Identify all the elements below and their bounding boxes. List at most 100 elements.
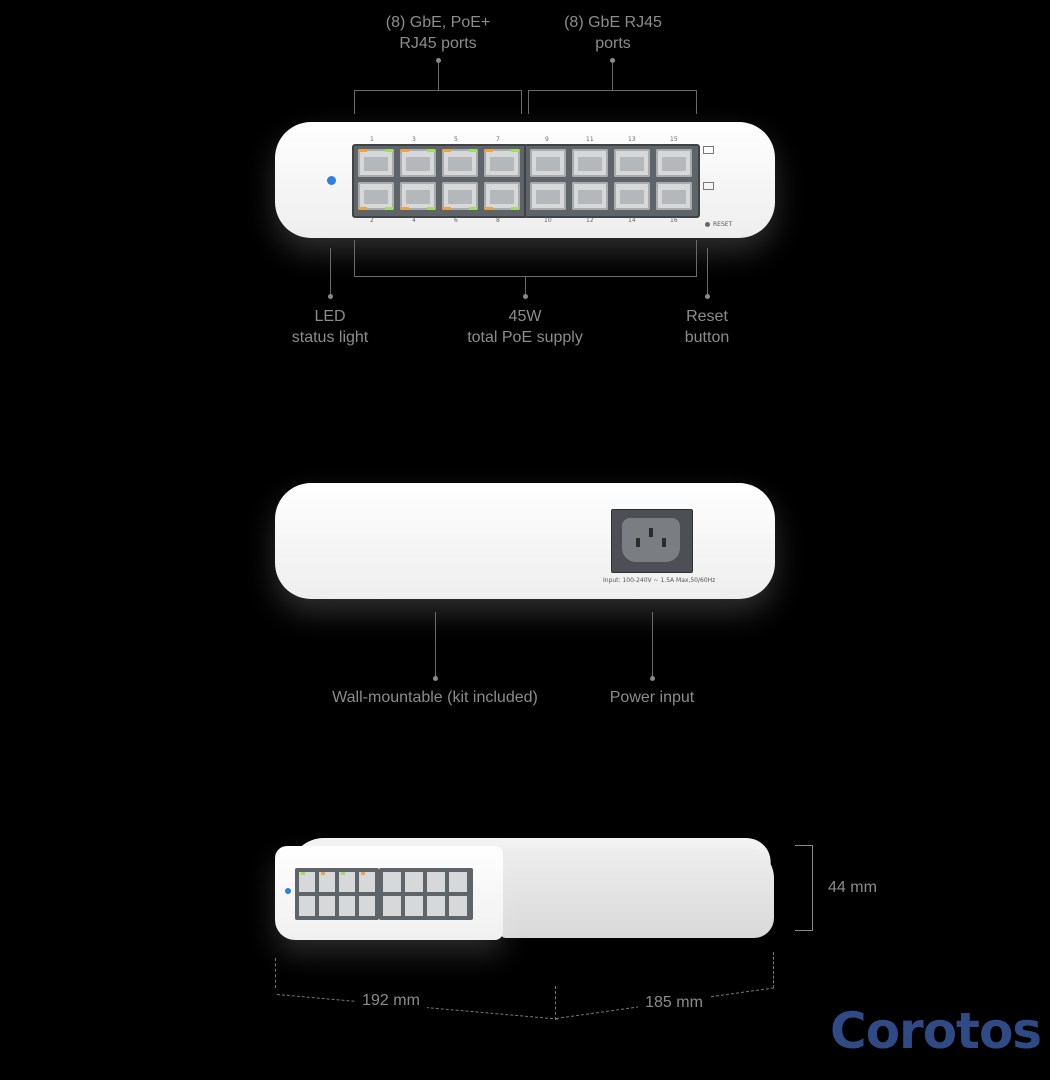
height-bracket <box>795 930 813 931</box>
rj45-port-4 <box>400 182 436 210</box>
bracket-line <box>696 240 697 276</box>
rj45-port-13 <box>614 149 650 177</box>
rj45-port <box>339 896 355 916</box>
port-number: 4 <box>412 217 416 224</box>
port-led <box>469 207 477 210</box>
led-callout-line2: status light <box>291 329 369 346</box>
dimension-guide <box>773 952 775 988</box>
port-led <box>385 149 393 152</box>
led-callout-line1: LED <box>314 308 346 325</box>
callout-line <box>707 248 708 296</box>
socket-pin <box>649 528 653 537</box>
port-number: 13 <box>628 136 636 143</box>
port-number: 6 <box>454 217 458 224</box>
port-number: 10 <box>544 217 552 224</box>
port-number: 5 <box>454 136 458 143</box>
led-callout: LED status light <box>270 306 390 348</box>
power-socket-icon <box>622 518 680 562</box>
port-led <box>341 872 345 875</box>
bracket-line <box>696 90 697 114</box>
rj45-port-9 <box>530 149 566 177</box>
rj45-port-6 <box>442 182 478 210</box>
height-bracket <box>812 845 813 931</box>
callout-dot <box>436 58 441 63</box>
rj45-port-12 <box>572 182 608 210</box>
port-number: 7 <box>496 136 500 143</box>
port-led <box>485 149 493 152</box>
poe-ports-callout: (8) GbE, PoE+ RJ45 ports <box>378 12 498 54</box>
callout-line <box>612 62 613 90</box>
port-number: 9 <box>545 136 549 143</box>
rj45-port-11 <box>572 149 608 177</box>
rj45-port <box>319 872 335 892</box>
port-led <box>511 207 519 210</box>
rj45-port <box>427 896 445 916</box>
port-number: 3 <box>412 136 416 143</box>
poe-supply-callout-line1: 45W <box>508 308 542 325</box>
rj45-port <box>405 896 423 916</box>
port-led <box>359 207 367 210</box>
rj45-port-8 <box>484 182 520 210</box>
bracket-line <box>354 240 355 276</box>
bracket-line <box>528 90 529 114</box>
rj45-port-2 <box>358 182 394 210</box>
port-number: 15 <box>670 136 678 143</box>
bracket-line <box>354 90 355 114</box>
link-legend-icon <box>703 182 714 190</box>
reset-callout-line2: button <box>684 329 730 346</box>
callout-line <box>525 276 526 296</box>
callout-line <box>435 612 436 678</box>
switch-side-surface <box>500 848 774 938</box>
brand-watermark-logo: Corotos <box>830 1002 1042 1060</box>
callout-line <box>438 62 439 90</box>
bracket-line <box>528 90 697 91</box>
dimension-guide <box>275 958 277 988</box>
port-number: 11 <box>586 136 594 143</box>
port-number: 2 <box>370 217 374 224</box>
socket-pin <box>662 538 666 547</box>
poe-supply-callout: 45W total PoE supply <box>445 306 605 348</box>
poe-legend-icon <box>703 146 714 154</box>
power-input-callout: Power input <box>609 689 695 706</box>
rj45-port-16 <box>656 182 692 210</box>
rj45-port <box>383 872 401 892</box>
callout-dot <box>433 676 438 681</box>
rj45-port <box>449 896 467 916</box>
port-number: 16 <box>670 217 678 224</box>
gbe-ports-callout-line2: ports <box>595 35 631 52</box>
status-led-icon <box>285 888 291 894</box>
width-dimension: 192 mm <box>355 990 427 1011</box>
rj45-port <box>299 872 315 892</box>
port-led <box>443 207 451 210</box>
switch-rear-panel: Input: 100-240V ~ 1.5A Max,50/60Hz <box>275 483 775 599</box>
port-number: 8 <box>496 217 500 224</box>
switch-front-panel: 1 3 5 7 9 11 13 15 2 4 6 8 10 12 14 16 R… <box>275 122 775 238</box>
port-led <box>469 149 477 152</box>
socket-pin <box>636 538 640 547</box>
rj45-port <box>359 896 375 916</box>
rj45-port-5 <box>442 149 478 177</box>
rj45-port <box>383 896 401 916</box>
port-led <box>427 207 435 210</box>
power-spec-label: Input: 100-240V ~ 1.5A Max,50/60Hz <box>603 577 716 584</box>
rj45-port <box>359 872 375 892</box>
dimension-guide <box>555 986 557 1020</box>
rj45-port-7 <box>484 149 520 177</box>
rj45-port <box>449 872 467 892</box>
gbe-ports-callout-line1: (8) GbE RJ45 <box>564 14 662 31</box>
callout-dot <box>523 294 528 299</box>
port-number: 14 <box>628 217 636 224</box>
gbe-ports-callout: (8) GbE RJ45 ports <box>553 12 673 54</box>
port-led <box>401 149 409 152</box>
callout-line <box>330 248 331 296</box>
reset-callout-line1: Reset <box>686 308 728 325</box>
rj45-port <box>299 896 315 916</box>
port-led <box>401 207 409 210</box>
callout-dot <box>328 294 333 299</box>
height-dimension: 44 mm <box>828 879 877 896</box>
port-led <box>321 872 325 875</box>
port-led <box>301 872 305 875</box>
port-led <box>443 149 451 152</box>
poe-ports-callout-line1: (8) GbE, PoE+ <box>385 14 491 31</box>
port-led <box>359 149 367 152</box>
